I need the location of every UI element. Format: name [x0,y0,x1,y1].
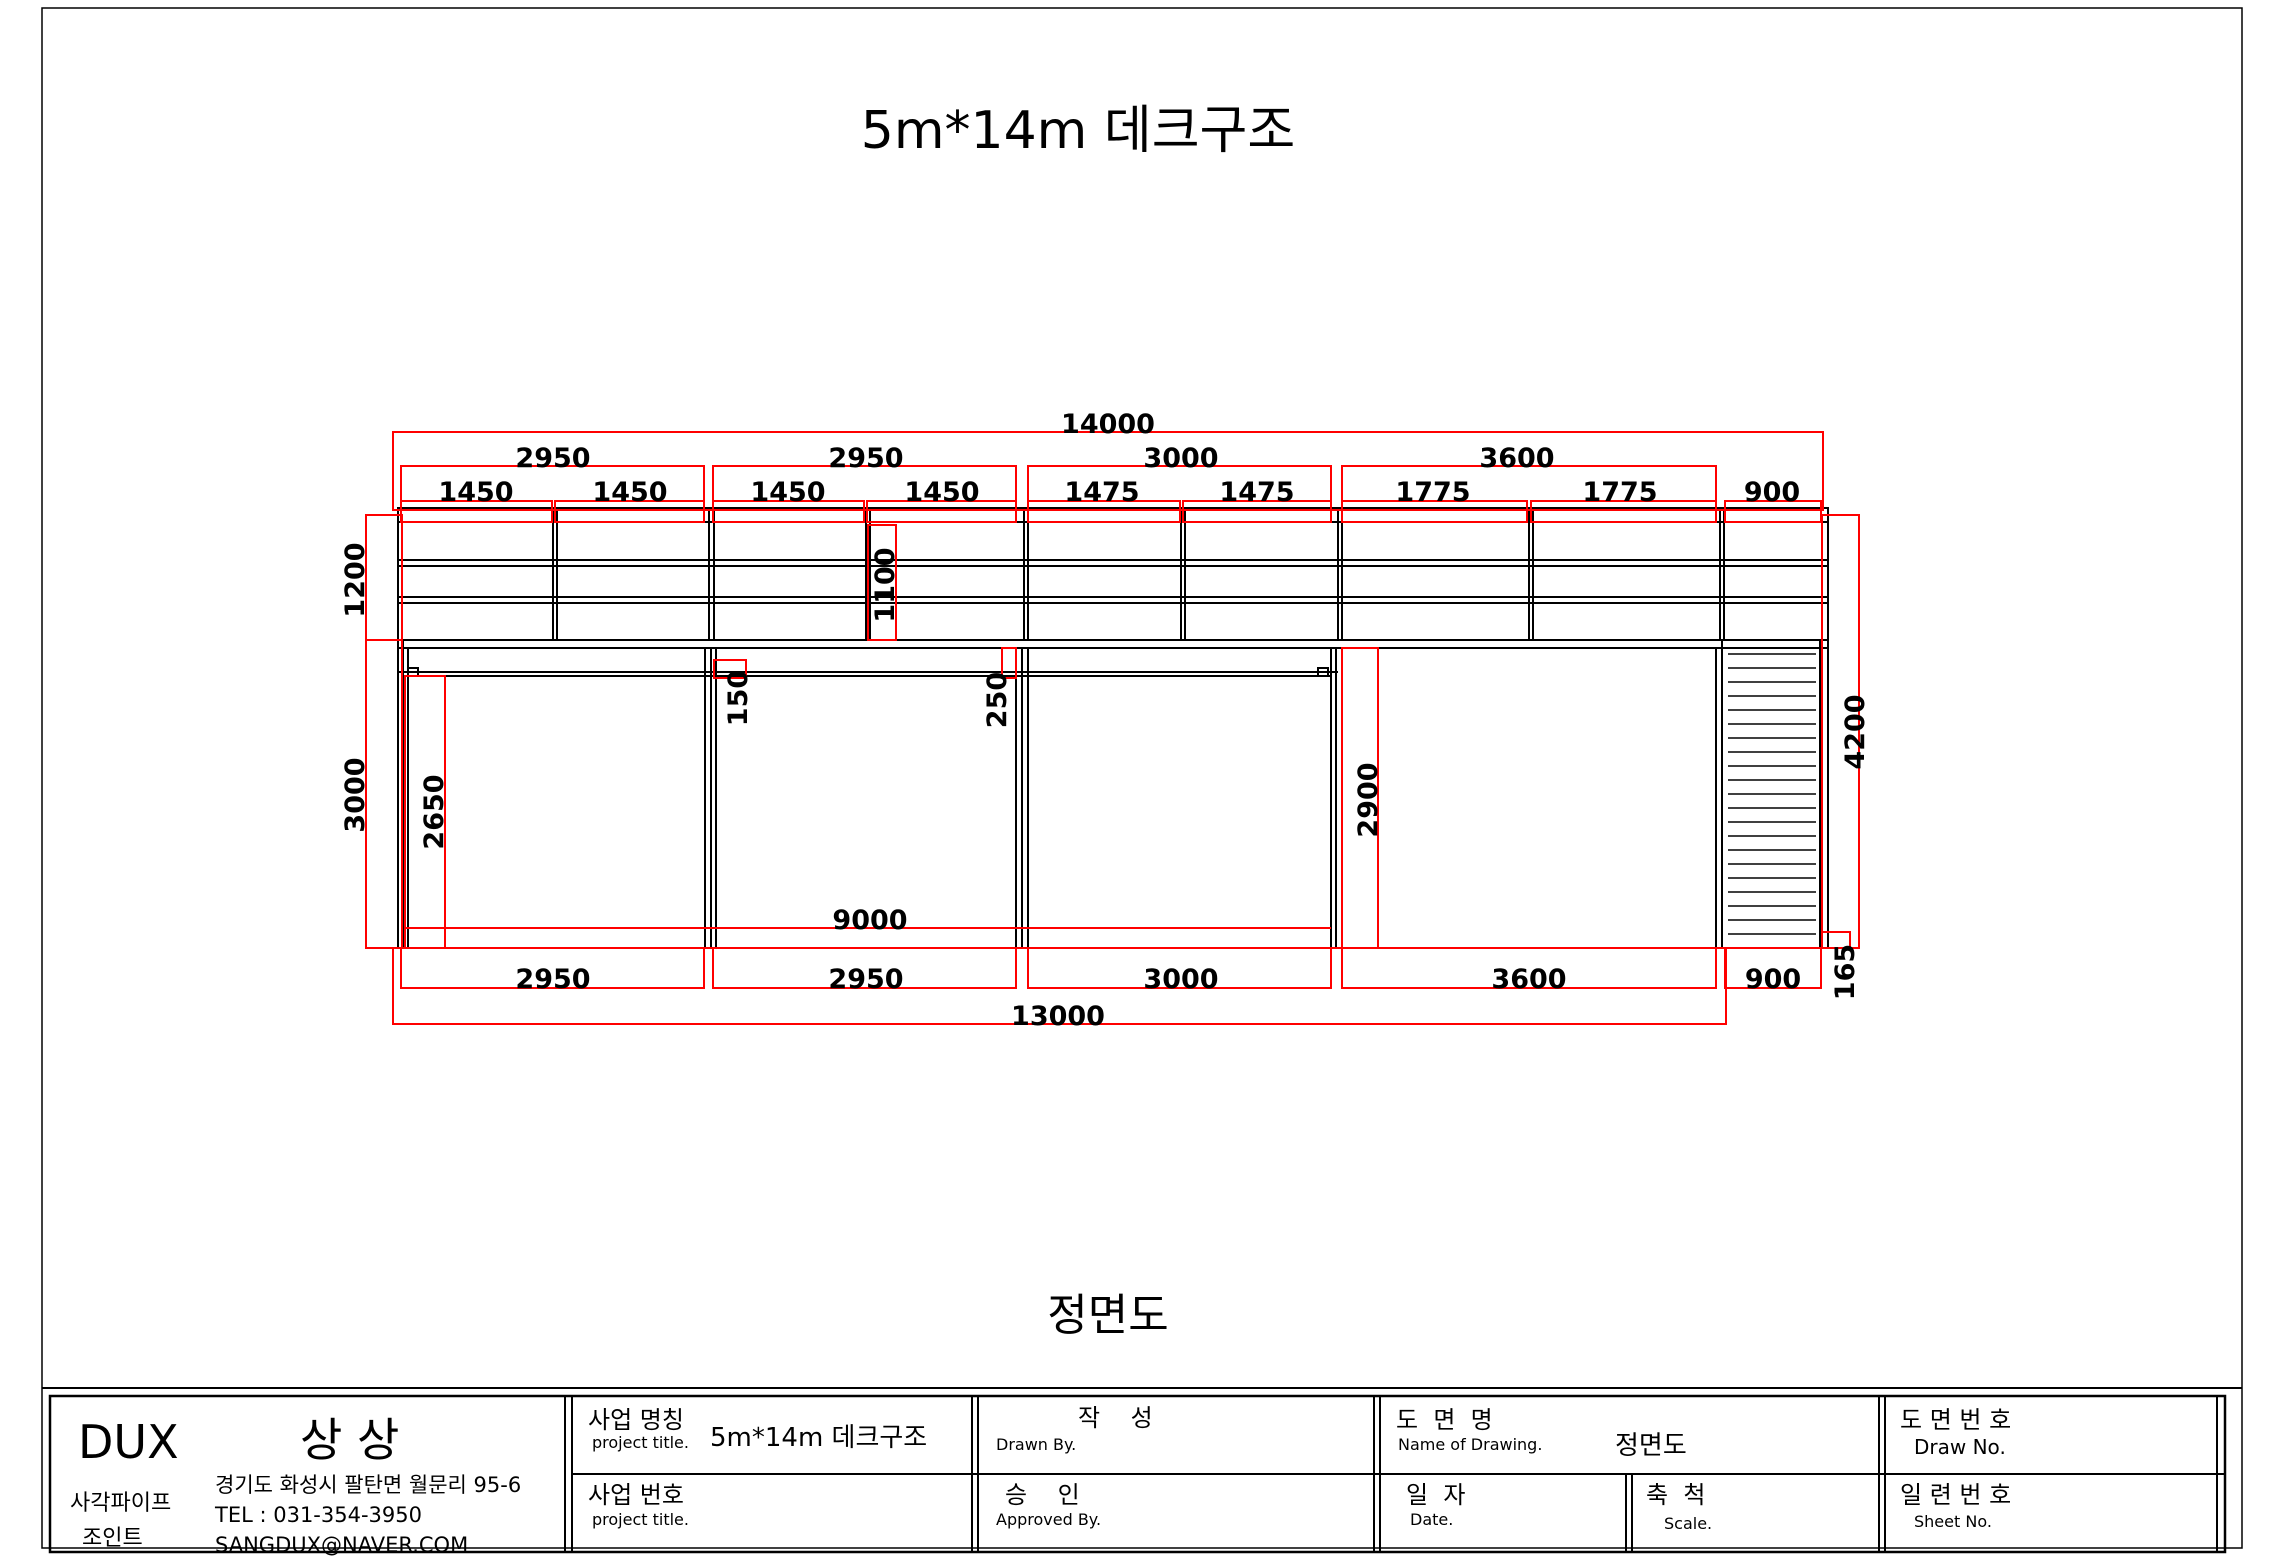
company-line-2: 조인트 [82,1526,143,1551]
drawing-name-sub: Name of Drawing. [1398,1435,1542,1454]
dim-top-span: 3600 [1479,443,1554,474]
brand-logo: DUX [78,1415,179,1469]
dim-sub-span: 1450 [438,477,513,508]
deck-structure [397,507,1829,949]
approved-by-label: 승 인 [1005,1481,1080,1509]
dim-top-span: 2950 [515,443,590,474]
dim-inner-150: 150 [723,670,754,726]
dim-inner-250: 250 [982,672,1013,728]
dim-sub-span: 1475 [1219,477,1294,508]
title-block [42,1387,2242,1554]
sheet-border [41,7,2243,1549]
company-tel: TEL : 031-354-3950 [214,1503,422,1527]
dim-sub-span: 1775 [1395,477,1470,508]
dim-sub-span: 900 [1744,477,1800,508]
dim-left-lower: 3000 [340,757,371,832]
dim-left-upper: 1200 [340,542,371,617]
project-name-value: 5m*14m 데크구조 [710,1423,927,1453]
scale-sub: Scale. [1664,1514,1712,1533]
dim-top-span: 3000 [1143,443,1218,474]
drawing-no-sub: Draw No. [1914,1435,2006,1459]
dim-bottom-span: 3600 [1491,964,1566,995]
dimension-labels: 14000 2950 2950 3000 3600 1450 1450 1450… [340,409,1871,1032]
dim-sub-span: 1450 [750,477,825,508]
date-sub: Date. [1410,1510,1453,1529]
drawing-title: 5m*14m 데크구조 [861,101,1295,161]
sheet-no-sub: Sheet No. [1914,1512,1992,1531]
company-email: SANGDUX@NAVER.COM [215,1533,468,1557]
dim-center-9000: 9000 [832,905,907,936]
dim-sub-span: 1775 [1582,477,1657,508]
view-title: 정면도 [1047,1290,1168,1341]
dim-sub-span: 1450 [904,477,979,508]
drawing-name-value: 정면도 [1615,1431,1687,1461]
drawing-no-label: 도 면 번 호 [1900,1406,2011,1434]
company-address: 경기도 화성시 팔탄면 월문리 95-6 [215,1473,521,1497]
brand-korean: 상 상 [300,1413,399,1467]
drawn-by-sub: Drawn By. [996,1435,1076,1454]
approved-by-sub: Approved By. [996,1510,1101,1529]
dim-right-4200: 4200 [1840,694,1871,769]
scale-label: 축 척 [1646,1481,1705,1509]
sheet-no-label: 일 련 번 호 [1900,1481,2011,1509]
stair-treads [1728,653,1816,935]
drawn-by-label: 작 성 [1078,1404,1153,1432]
dim-overall-bottom: 13000 [1011,1001,1105,1032]
drawing-name-label: 도 면 명 [1396,1406,1493,1434]
project-no-label: 사업 번호 [588,1481,684,1509]
project-name-sub: project title. [592,1433,689,1452]
dimension-lines [365,431,1860,1025]
dim-overall-top: 14000 [1061,409,1155,440]
project-no-sub: project title. [592,1510,689,1529]
dim-bottom-span: 2950 [828,964,903,995]
title-block-text: DUX 상 상 사각파이프 조인트 경기도 화성시 팔탄면 월문리 95-6 T… [70,1404,2011,1557]
dim-sub-span: 1475 [1064,477,1139,508]
project-name-label: 사업 명칭 [588,1406,684,1434]
dim-inner-2650: 2650 [419,774,450,849]
dim-inner-2900: 2900 [1353,762,1384,837]
dim-bottom-span: 3000 [1143,964,1218,995]
dim-inner-1100: 1100 [870,547,901,622]
company-line-1: 사각파이프 [70,1491,171,1516]
date-label: 일 자 [1406,1481,1465,1509]
dim-bottom-span: 2950 [515,964,590,995]
dim-top-span: 2950 [828,443,903,474]
dim-bottom-165: 165 [1830,944,1861,1000]
dim-bottom-span: 900 [1745,964,1801,995]
dim-sub-span: 1450 [592,477,667,508]
